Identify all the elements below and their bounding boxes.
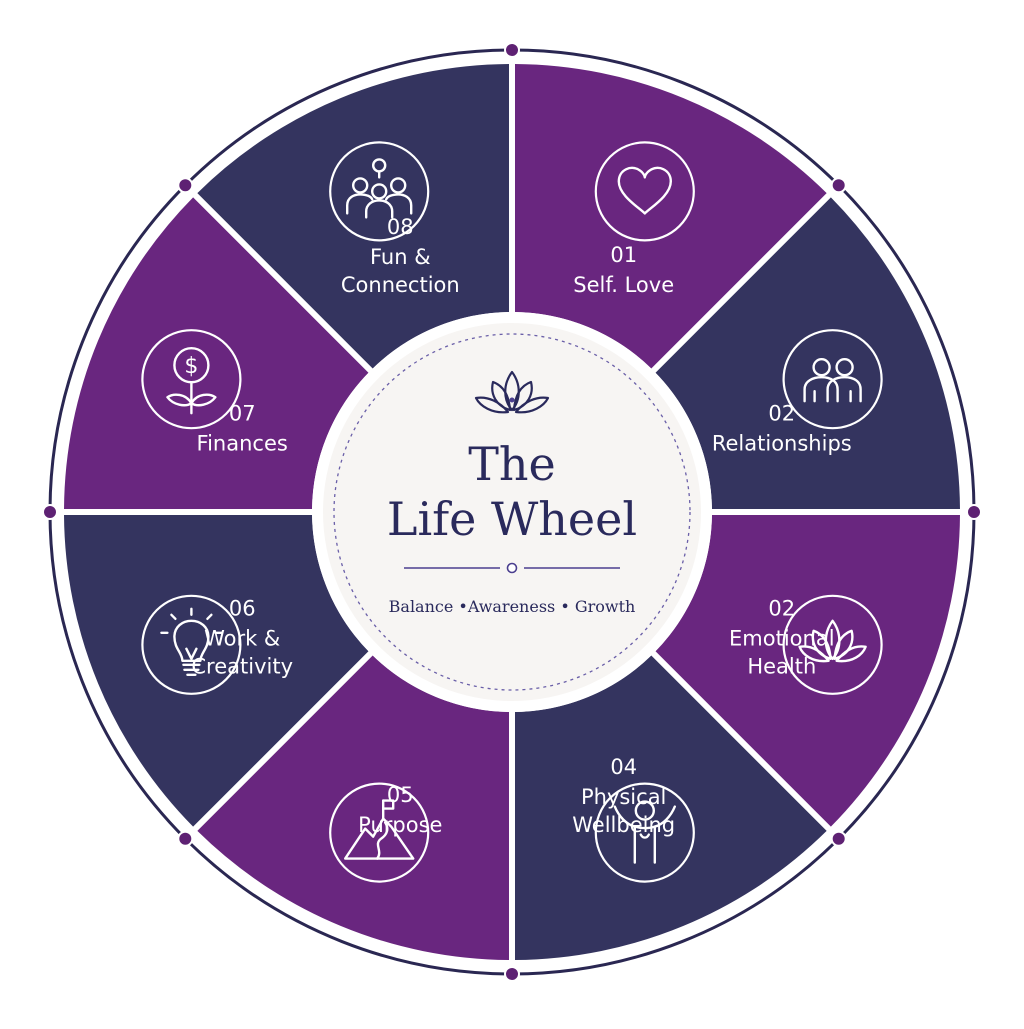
center-title-line-1: The	[468, 437, 556, 491]
lotus-icon	[474, 370, 550, 414]
segment-label: Physical	[581, 785, 666, 809]
segment-label: Emotional	[729, 627, 835, 651]
hub-background	[323, 323, 701, 701]
lotus-icon	[782, 594, 883, 695]
center-tagline: Balance •Awareness • Growth	[389, 597, 636, 616]
segment-label: Relationships	[712, 431, 852, 455]
two-people-icon	[782, 329, 883, 430]
segment-wedge	[197, 655, 510, 960]
segment-label: Purpose	[358, 813, 442, 837]
segment-number: 08	[387, 215, 414, 239]
heart-icon	[594, 141, 695, 242]
boundary-dot	[177, 177, 194, 194]
segment-wedge	[514, 64, 827, 369]
svg-text:$: $	[184, 354, 198, 379]
segment-label: Work &	[204, 627, 280, 651]
segment-number: 05	[387, 783, 414, 807]
segment-label: Wellbeing	[572, 813, 675, 837]
boundary-dot	[42, 504, 58, 520]
center-title-line-2: Life Wheel	[387, 492, 637, 546]
segment-wedge	[197, 64, 510, 369]
segment-number: 02	[768, 597, 795, 621]
segment-wedge	[655, 514, 960, 827]
boundary-dots	[42, 42, 982, 982]
segment-label: Finances	[197, 431, 288, 455]
segment-label: Connection	[341, 273, 460, 297]
segment-label: Fun &	[370, 245, 431, 269]
segment-label: Self. Love	[573, 273, 674, 297]
segment-number: 06	[229, 597, 256, 621]
segment-wedge	[64, 197, 369, 510]
boundary-dot	[830, 830, 847, 847]
center-divider	[404, 562, 620, 574]
boundary-dot	[830, 177, 847, 194]
segment-label: Health	[747, 655, 816, 679]
boundary-dot	[504, 966, 520, 982]
hub-dashed-ring	[333, 333, 691, 691]
segment-wedge	[64, 514, 369, 827]
lightbulb-icon	[141, 594, 242, 695]
person-arms-up-icon	[594, 782, 695, 883]
boundary-dot	[177, 830, 194, 847]
boundary-dot	[504, 42, 520, 58]
segment-wedge	[514, 655, 827, 960]
segment-number: 07	[229, 401, 256, 425]
segment-number: 02	[768, 401, 795, 425]
center-hub: The Life Wheel Balance •Awareness • Grow…	[312, 312, 712, 712]
segment-label: Creativity	[191, 655, 293, 679]
group-people-icon	[329, 141, 430, 242]
boundary-dot	[966, 504, 982, 520]
segment-wedge	[655, 197, 960, 510]
divider-dot	[506, 562, 518, 574]
segment-number: 01	[610, 243, 637, 267]
mountain-flag-icon	[329, 782, 430, 883]
money-plant-icon: $	[141, 329, 242, 430]
segment-number: 04	[610, 755, 637, 779]
